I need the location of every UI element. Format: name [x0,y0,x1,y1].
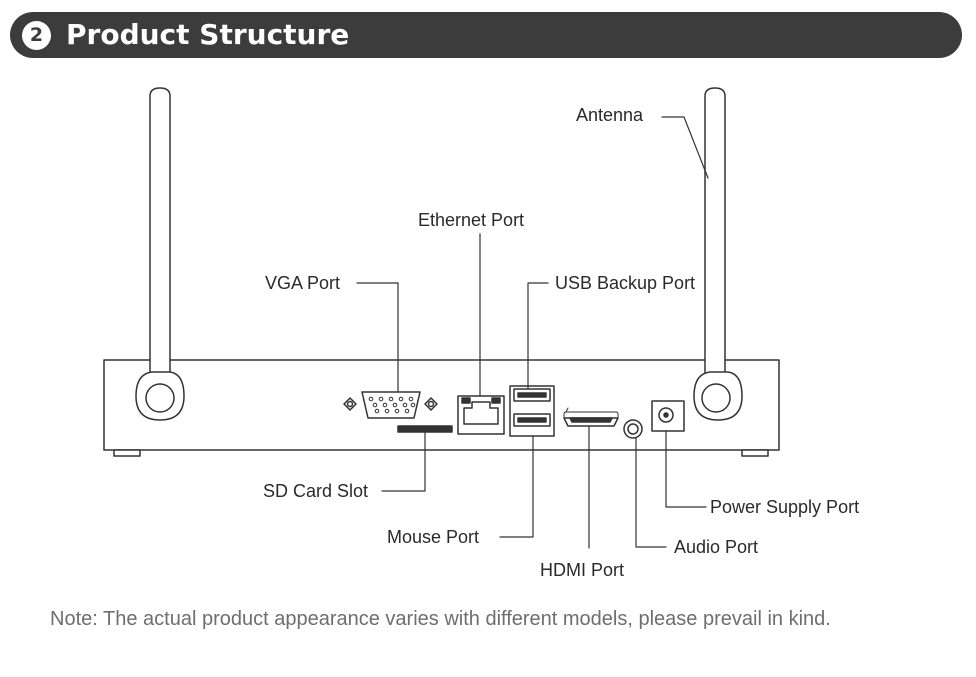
label-power-supply-port: Power Supply Port [710,497,859,517]
power-port-graphic [651,400,685,432]
section-title: Product Structure [66,18,350,51]
label-audio-port: Audio Port [674,537,758,557]
label-usb-backup-port: USB Backup Port [555,273,695,293]
label-sd-card-slot: SD Card Slot [263,481,368,501]
hdmi-port-graphic [563,407,619,427]
leader-lines [356,116,709,549]
label-antenna: Antenna [576,105,644,125]
appearance-note: Note: The actual product appearance vari… [50,608,831,630]
usb-ports-graphic [509,385,555,437]
vga-port-graphic [343,391,438,419]
sd-card-slot-graphic [397,425,453,433]
left-antenna [135,87,185,421]
ethernet-port-graphic [457,395,505,435]
label-vga-port: VGA Port [265,273,340,293]
step-number-badge: 2 [22,21,51,50]
label-mouse-port: Mouse Port [387,527,479,547]
right-antenna [693,87,743,421]
label-ethernet-port: Ethernet Port [418,210,524,230]
label-hdmi-port: HDMI Port [540,560,624,580]
audio-port-graphic [623,419,643,439]
section-header-bar [10,12,962,58]
